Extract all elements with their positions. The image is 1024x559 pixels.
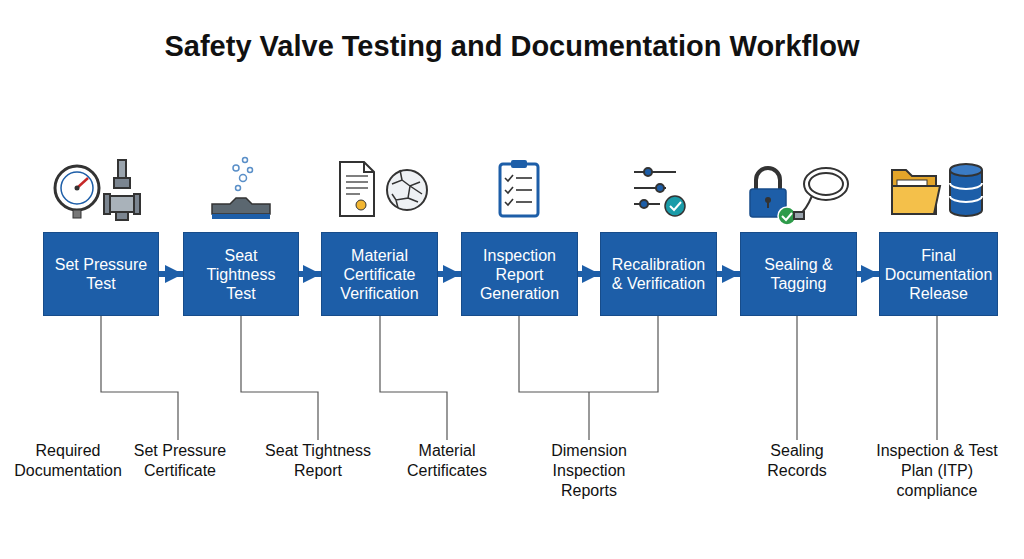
box-label: Material Certificate Verification [330,246,429,303]
flow-arrow [857,271,879,277]
leader-line [101,316,178,440]
safety-valve-icon [104,160,140,220]
process-box: Recalibration & Verification [600,232,717,316]
diagram-title: Safety Valve Testing and Documentation W… [0,30,1024,63]
leader-line [241,316,318,440]
box-label: Recalibration & Verification [609,255,708,293]
sliders-icon [634,168,685,216]
leader-line [936,316,937,440]
process-box: Seat Tightness Test [183,232,299,316]
flow-arrow [159,271,183,277]
document-label: Sealing Records [755,441,839,481]
leader-line [380,316,447,440]
document-label: Seat Tightness Report [257,441,379,481]
padlock-icon [750,168,796,225]
process-box: Final Documentation Release [879,232,998,316]
seat-bubbles-icon [212,158,270,220]
box-label: Inspection Report Generation [470,246,569,303]
box-label: Seat Tightness Test [192,246,290,303]
flow-arrow [578,271,600,277]
material-grain-icon [387,170,427,210]
box-label: Set Pressure Test [52,255,150,293]
flow-arrow [299,271,321,277]
leader-lines [101,316,937,440]
process-box: Inspection Report Generation [461,232,578,316]
process-box: Material Certificate Verification [321,232,438,316]
seal-wire-icon [794,168,848,219]
box-label: Sealing & Tagging [749,255,848,293]
document-label: Material Certificates [395,441,499,481]
document-label: Dimension Inspection Reports [537,441,641,501]
folder-icon [892,170,940,214]
clipboard-icon [500,160,538,216]
box-label: Final Documentation Release [885,246,993,303]
document-label: Inspection & Test Plan (ITP) compliance [875,441,999,501]
pressure-gauge-icon [55,166,99,218]
document-label: Required Documentation [6,441,130,481]
leader-bracket [519,316,658,392]
process-box: Set Pressure Test [43,232,159,316]
database-icon [950,164,982,216]
leader-line [796,316,797,440]
flow-arrow [438,271,461,277]
flow-arrow [717,271,740,277]
leader-line [588,392,589,440]
document-label: Set Pressure Certificate [125,441,235,481]
process-box: Sealing & Tagging [740,232,857,316]
certificate-icon [340,162,374,216]
